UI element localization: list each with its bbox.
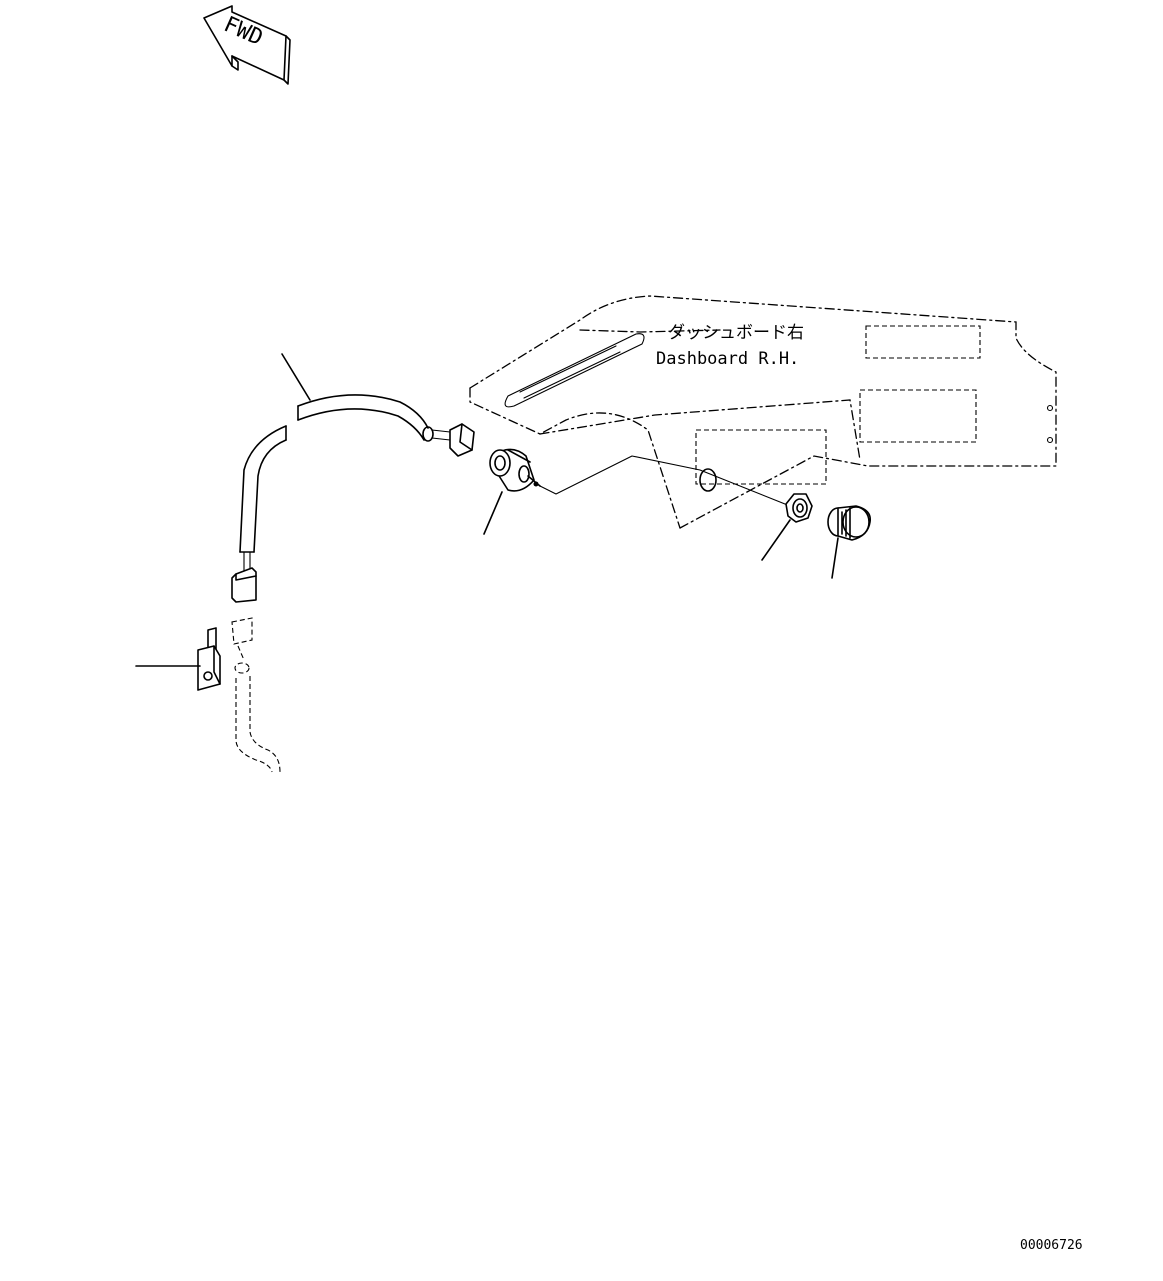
leader-lines [135,353,839,667]
assembly-line [539,455,801,511]
dashboard-label-en: Dashboard R.H. [656,349,799,369]
gauge-unit [489,448,541,492]
nut [785,493,813,523]
dashboard-panel: ダッシュボード右 Dashboard R.H. [469,295,1057,529]
leader-knob [831,537,839,579]
panel-recess-middle [859,389,977,443]
harness-connector-lower [231,567,257,603]
panel-recess-top [865,325,981,359]
mating-connector [231,617,281,773]
panel-recess-lower [695,429,827,485]
vent-grille [519,345,621,399]
fwd-arrow: FWD [203,5,291,85]
knob-cap [827,505,872,541]
wiring-harness [231,394,475,603]
clamp-clip [197,627,221,691]
dashboard-label-jp: ダッシュボード右 [668,323,804,343]
drawing-number: 00006726 [1020,1238,1083,1253]
leader-nut [761,519,791,561]
mounting-hole [699,468,717,492]
leader-harness [281,353,311,401]
leader-gauge [483,491,503,535]
